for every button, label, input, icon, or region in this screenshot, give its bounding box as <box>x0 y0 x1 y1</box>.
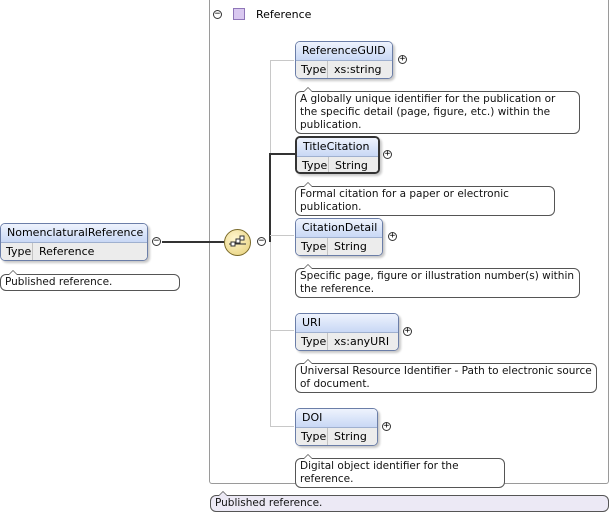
type-key: Type <box>297 157 329 172</box>
root-collapse-icon[interactable]: − <box>152 236 161 246</box>
sequence-glyph <box>229 235 246 247</box>
type-key: Type <box>296 238 328 255</box>
element-type-row: Type xs:string <box>296 61 392 78</box>
branch-line-selected <box>269 153 295 155</box>
element-name: NomenclaturalReference <box>1 224 147 243</box>
type-value: xs:string <box>334 63 382 76</box>
element-annotation: Universal Resource Identifier - Path to … <box>295 359 597 393</box>
branch-line <box>270 426 294 427</box>
sequence-compositor-icon[interactable] <box>224 229 251 256</box>
element-type-row: Type String <box>297 157 378 172</box>
type-value: String <box>334 430 367 443</box>
expand-icon[interactable]: + <box>398 54 407 64</box>
element-citation-detail[interactable]: CitationDetail Type String <box>295 218 383 256</box>
element-title-citation[interactable]: TitleCitation Type String <box>295 136 380 174</box>
element-nomenclatural-reference[interactable]: NomenclaturalReference Type Reference <box>0 223 148 261</box>
type-value: String <box>334 240 367 253</box>
element-type-row: Type String <box>296 428 377 445</box>
element-uri[interactable]: URI Type xs:anyURI <box>295 313 399 351</box>
element-annotation: A globally unique identifier for the pub… <box>295 87 580 134</box>
element-doi[interactable]: DOI Type String <box>295 408 378 446</box>
type-value: xs:anyURI <box>334 335 390 348</box>
element-annotation: Digital object identifier for the refere… <box>295 454 505 488</box>
element-type-row: Type Reference <box>1 243 147 260</box>
expand-icon[interactable]: + <box>382 421 391 431</box>
element-type-row: Type xs:anyURI <box>296 333 398 350</box>
element-annotation: Formal citation for a paper or electroni… <box>295 182 555 216</box>
spine-line-selected <box>269 153 271 242</box>
group-collapse-icon[interactable]: − <box>213 9 222 19</box>
element-name: DOI <box>296 409 377 428</box>
branch-line <box>270 60 294 61</box>
connector-line <box>162 241 224 243</box>
complex-type-icon <box>233 8 245 20</box>
sequence-collapse-icon[interactable]: − <box>257 236 266 246</box>
group-annotation: Published reference. <box>210 491 609 512</box>
type-value: String <box>335 159 368 172</box>
type-key: Type <box>296 428 328 445</box>
expand-icon[interactable]: + <box>403 326 412 336</box>
element-type-row: Type String <box>296 238 382 255</box>
spine-line <box>270 60 271 427</box>
branch-line <box>270 330 294 331</box>
type-key: Type <box>296 61 328 78</box>
element-reference-guid[interactable]: ReferenceGUID Type xs:string <box>295 41 393 79</box>
branch-line <box>270 235 294 236</box>
type-key: Type <box>296 333 328 350</box>
element-name: TitleCitation <box>297 138 378 157</box>
reference-group-box <box>209 0 609 484</box>
type-value: Reference <box>39 245 95 258</box>
type-key: Type <box>1 243 33 260</box>
element-annotation: Specific page, figure or illustration nu… <box>295 264 580 298</box>
root-annotation: Published reference. <box>0 270 180 291</box>
expand-icon[interactable]: + <box>383 149 392 159</box>
expand-icon[interactable]: + <box>388 231 397 241</box>
element-name: ReferenceGUID <box>296 42 392 61</box>
group-title: Reference <box>256 8 312 21</box>
element-name: CitationDetail <box>296 219 382 238</box>
element-name: URI <box>296 314 398 333</box>
